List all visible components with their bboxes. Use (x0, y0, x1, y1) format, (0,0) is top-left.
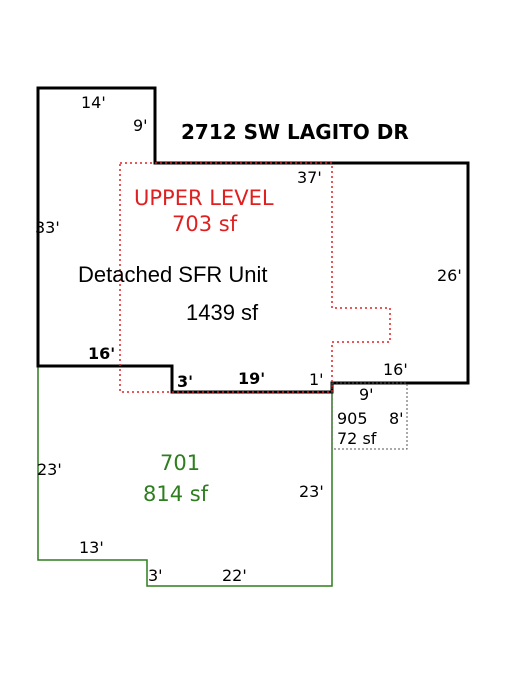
main-unit-area: 1439 sf (186, 300, 259, 325)
main-unit-name: Detached SFR Unit (78, 262, 268, 287)
dim-main-bottom-step: 1' (309, 370, 324, 389)
upper-level-outline (119, 162, 391, 393)
dim-905-depth: 8' (389, 409, 404, 428)
dim-701-left: 23' (37, 460, 62, 479)
dim-main-top-left: 14' (81, 93, 106, 112)
unit-905-area: 72 sf (337, 429, 377, 448)
address-heading: 2712 SW LAGITO DR (181, 120, 409, 144)
dim-main-left: 33' (35, 218, 60, 237)
dim-701-top-step: 3' (177, 372, 193, 391)
dim-main-top-right: 37' (297, 168, 322, 187)
unit-905-outline (331, 382, 408, 450)
dim-main-notch: 9' (133, 116, 148, 135)
upper-level-name: UPPER LEVEL (134, 186, 274, 210)
dim-main-right: 26' (437, 266, 462, 285)
upper-level-area: 703 sf (172, 212, 238, 236)
dim-701-bottom-left: 13' (79, 538, 104, 557)
unit-701-name: 701 (160, 451, 200, 475)
unit-701-area: 814 sf (143, 482, 209, 506)
dim-701-top-right: 19' (238, 369, 265, 388)
dim-905-width: 9' (359, 385, 374, 404)
dim-701-right: 23' (299, 482, 324, 501)
dim-main-bottom-right: 16' (383, 360, 408, 379)
dim-701-bottom-right: 22' (222, 566, 247, 585)
dim-701-bottom-step: 3' (148, 566, 163, 585)
unit-905-name: 905 (337, 409, 368, 428)
dim-701-top-left: 16' (88, 344, 115, 363)
